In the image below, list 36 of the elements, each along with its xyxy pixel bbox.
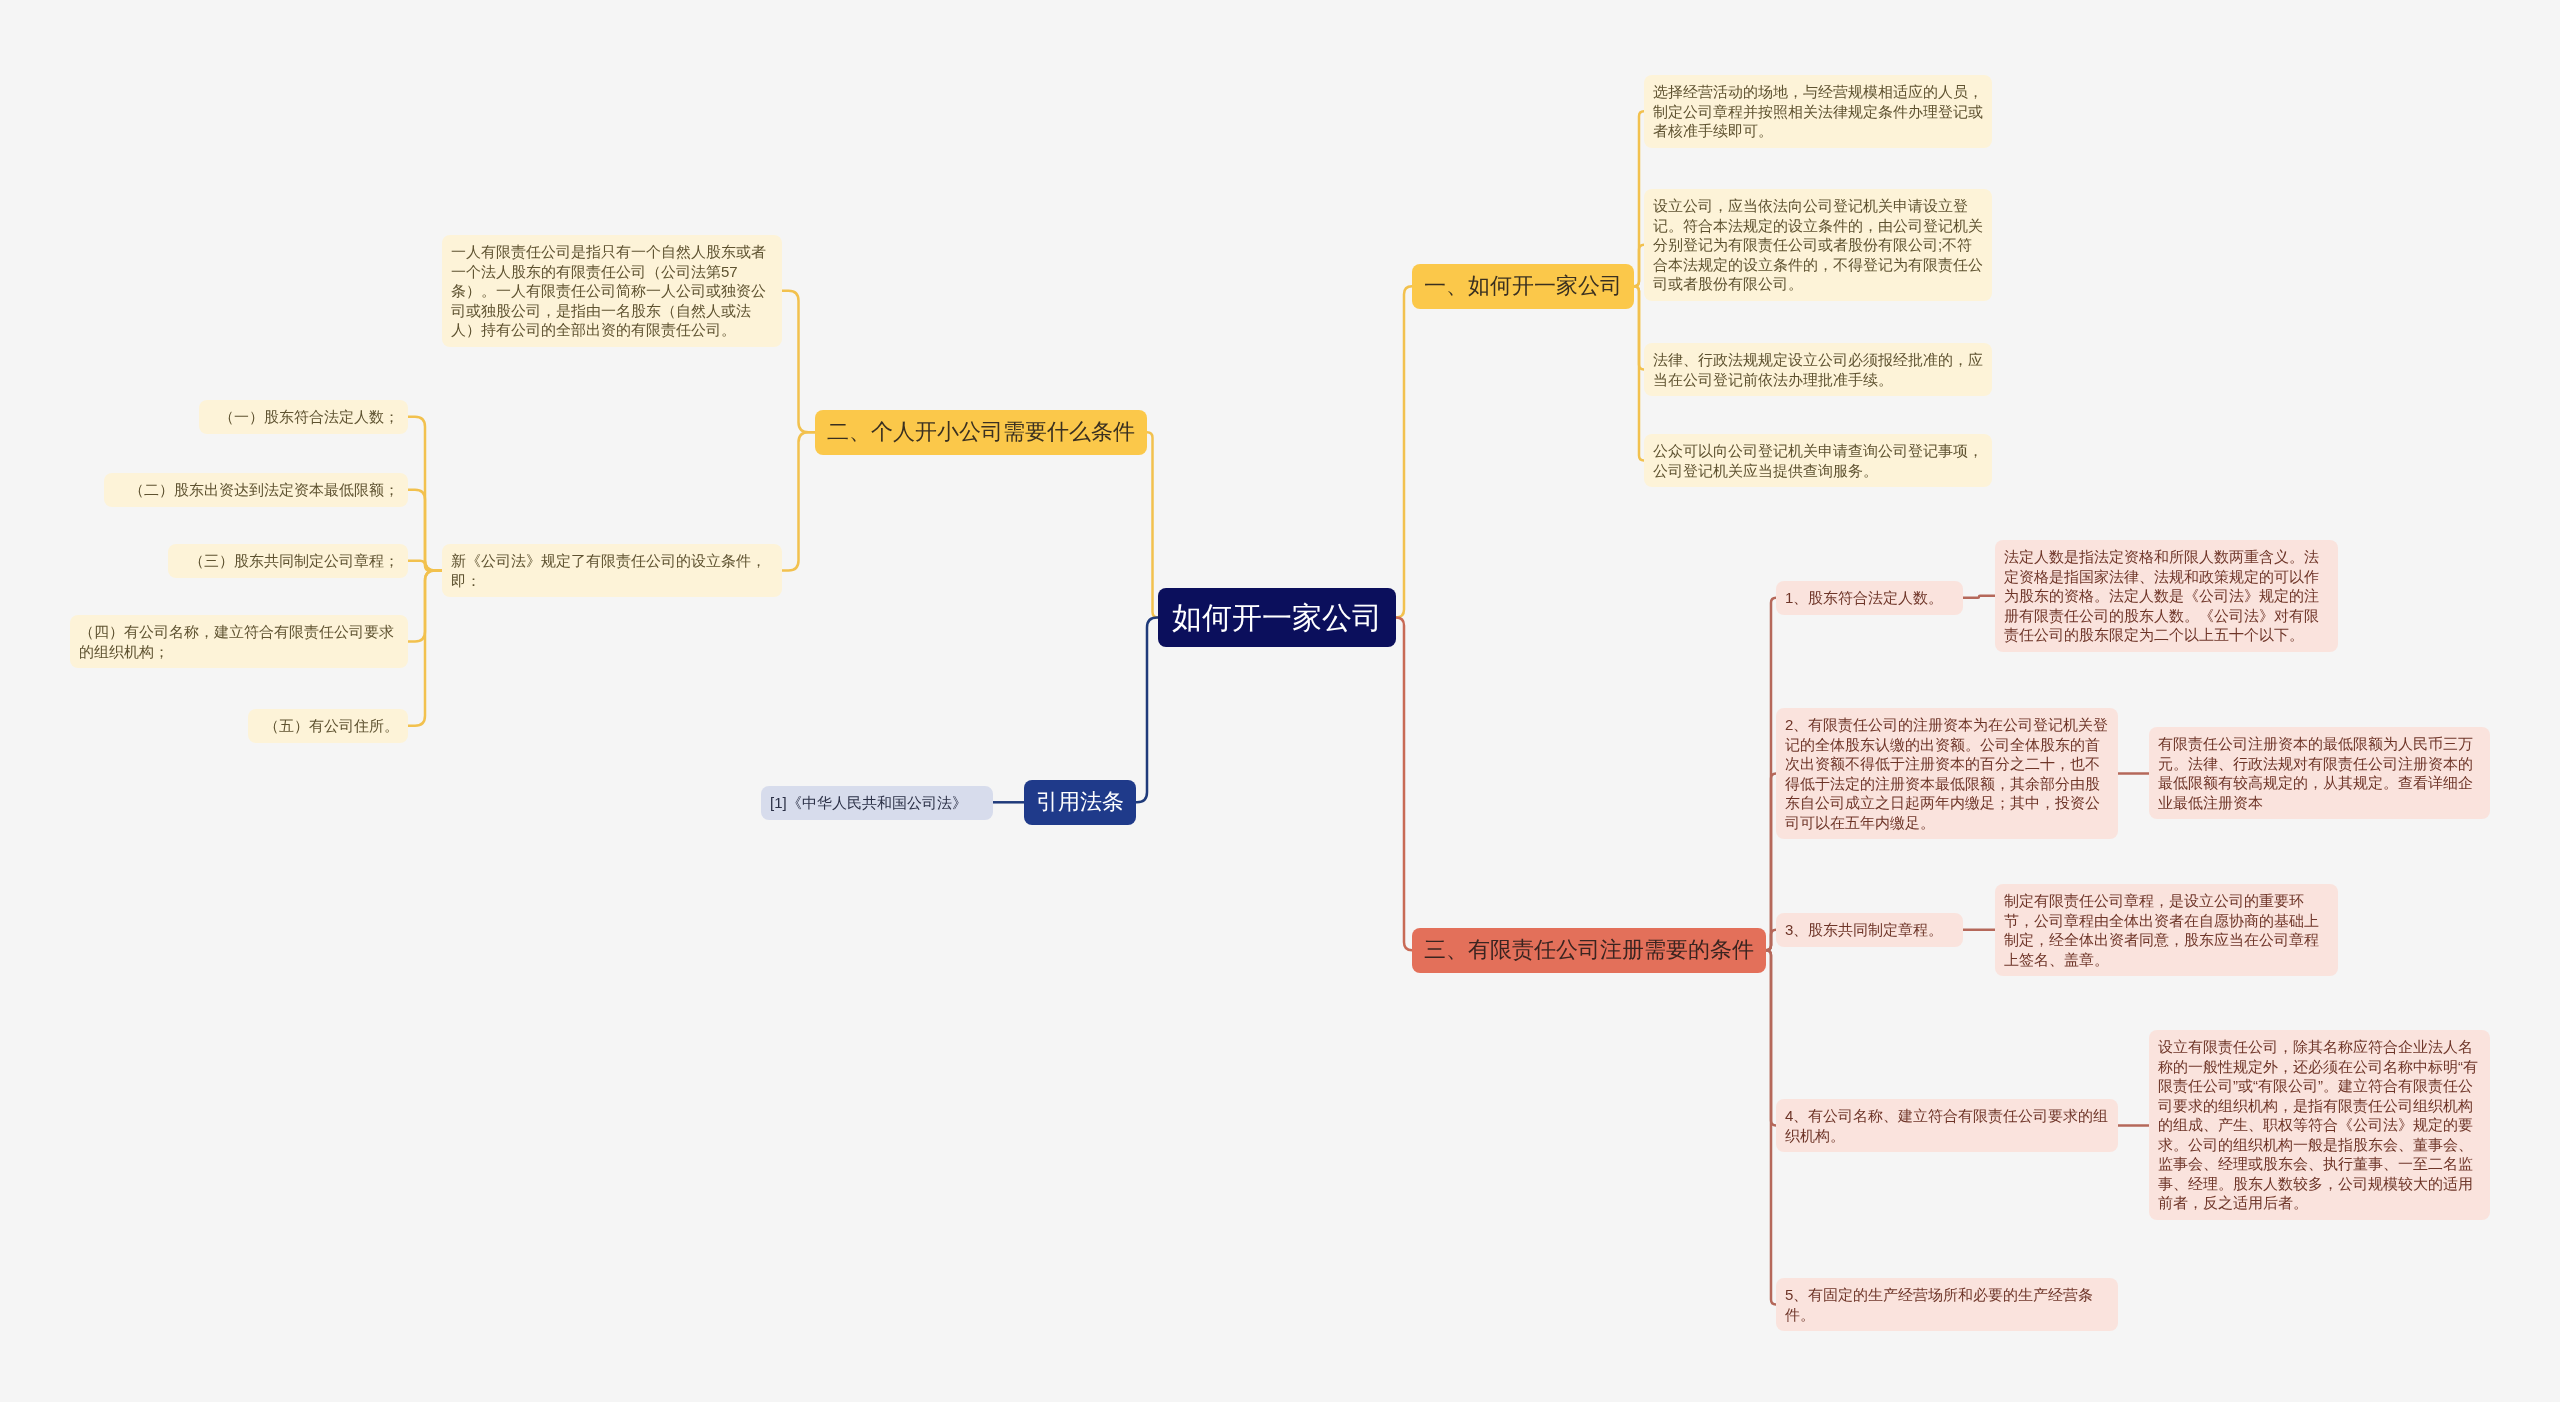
connector-line <box>993 801 1024 804</box>
topic-box: 设立有限责任公司，除其名称应符合企业法人名称的一般性规定外，还必须在公司名称中标明“有限责任公司”或“有限公司”。建立符合有限责任公司要求的组织机构，是指有限责任公司组织机构的组成、产生、职权等符合《公司法》规定的要求。公司的组织机构一般是指股东会、董事会、监事会、经理或股东会、执行董事、一至二名监事、经理。股东人数较多，公司规模较大的适用前者，反之适用后者。 <box>2149 1030 2490 1220</box>
topic-box: [1]《中华人民共和国公司法》 <box>761 786 993 820</box>
connector-line <box>1632 285 1646 462</box>
branch-box: 三、有限责任公司注册需要的条件 <box>1412 928 1766 973</box>
connector-line <box>2118 772 2149 775</box>
topic-box: （一）股东符合法定人数； <box>199 400 408 434</box>
branch-box: 二、个人开小公司需要什么条件 <box>815 410 1147 455</box>
branch-box: 一、如何开一家公司 <box>1412 264 1634 309</box>
topic-box: 2、有限责任公司的注册资本为在公司登记机关登记的全体股东认缴的出资额。公司全体股东的首次出资额不得低于注册资本的百分之二十，也不得低于法定的注册资本最低限额，其余部分由股东自公司成立之日起两年内缴足；其中，投资公司可以在五年内缴足。 <box>1776 708 2118 839</box>
topic-box: （二）股东出资达到法定资本最低限额； <box>104 473 408 507</box>
topic-box: 制定有限责任公司章程，是设立公司的重要环节，公司章程由全体出资者在自愿协商的基础上制定，经全体出资者同意，股东应当在公司章程上签名、盖章。 <box>1995 884 2338 976</box>
topic-box: （五）有公司住所。 <box>248 709 408 743</box>
topic-box: 4、有公司名称、建立符合有限责任公司要求的组织机构。 <box>1776 1099 2118 1152</box>
connector-line <box>1764 949 1778 1306</box>
connector-line <box>782 431 815 572</box>
topic-box: （四）有公司名称，建立符合有限责任公司要求的组织机构； <box>70 615 408 668</box>
topic-box: 法律、行政法规规定设立公司必须报经批准的，应当在公司登记前依法办理批准手续。 <box>1644 343 1992 396</box>
root-box: 如何开一家公司 <box>1158 588 1396 647</box>
topic-box: 有限责任公司注册资本的最低限额为人民币三万元。法律、行政法规对有限责任公司注册资本的最低限额有较高规定的，从其规定。查看详细企业最低注册资本 <box>2149 727 2490 819</box>
topic-box: 5、有固定的生产经营场所和必要的生产经营条件。 <box>1776 1278 2118 1331</box>
connector-line <box>2118 1124 2149 1127</box>
topic-box: 1、股东符合法定人数。 <box>1776 581 1963 615</box>
topic-box: 新《公司法》规定了有限责任公司的设立条件，即： <box>442 544 782 597</box>
connector-line <box>1135 616 1159 804</box>
topic-box: 设立公司，应当依法向公司登记机关申请设立登记。符合本法规定的设立条件的，由公司登记机关分别登记为有限责任公司或者股份有限公司;不符合本法规定的设立条件的，不得登记为有限责任公司或者股份有限公司。 <box>1644 189 1992 301</box>
connector-line <box>1394 616 1414 952</box>
topic-box: 3、股东共同制定章程。 <box>1776 913 1963 947</box>
topic-box: 法定人数是指法定资格和所限人数两重含义。法定资格是指国家法律、法规和政策规定的可以作为股东的资格。法定人数是《公司法》规定的注册有限责任公司的股东人数。《公司法》对有限责任公司的股东限定为二个以上五十个以下。 <box>1995 540 2338 652</box>
topic-box: 公众可以向公司登记机关申请查询公司登记事项，公司登记机关应当提供查询服务。 <box>1644 434 1992 487</box>
branch-box: 引用法条 <box>1024 780 1136 825</box>
connector-line <box>1963 928 1995 931</box>
connector-line <box>1963 594 1995 599</box>
topic-box: 选择经营活动的场地，与经营规模相适应的人员，制定公司章程并按照相关法律规定条件办理登记或者核准手续即可。 <box>1644 75 1992 148</box>
topic-box: 一人有限责任公司是指只有一个自然人股东或者一个法人股东的有限责任公司（公司法第57条）。一人有限责任公司简称一人公司或独资公司或独股公司，是指由一名股东（自然人或法人）持有公司的全部出资的有限责任公司。 <box>442 235 782 347</box>
topic-box: （三）股东共同制定公司章程； <box>168 544 408 578</box>
